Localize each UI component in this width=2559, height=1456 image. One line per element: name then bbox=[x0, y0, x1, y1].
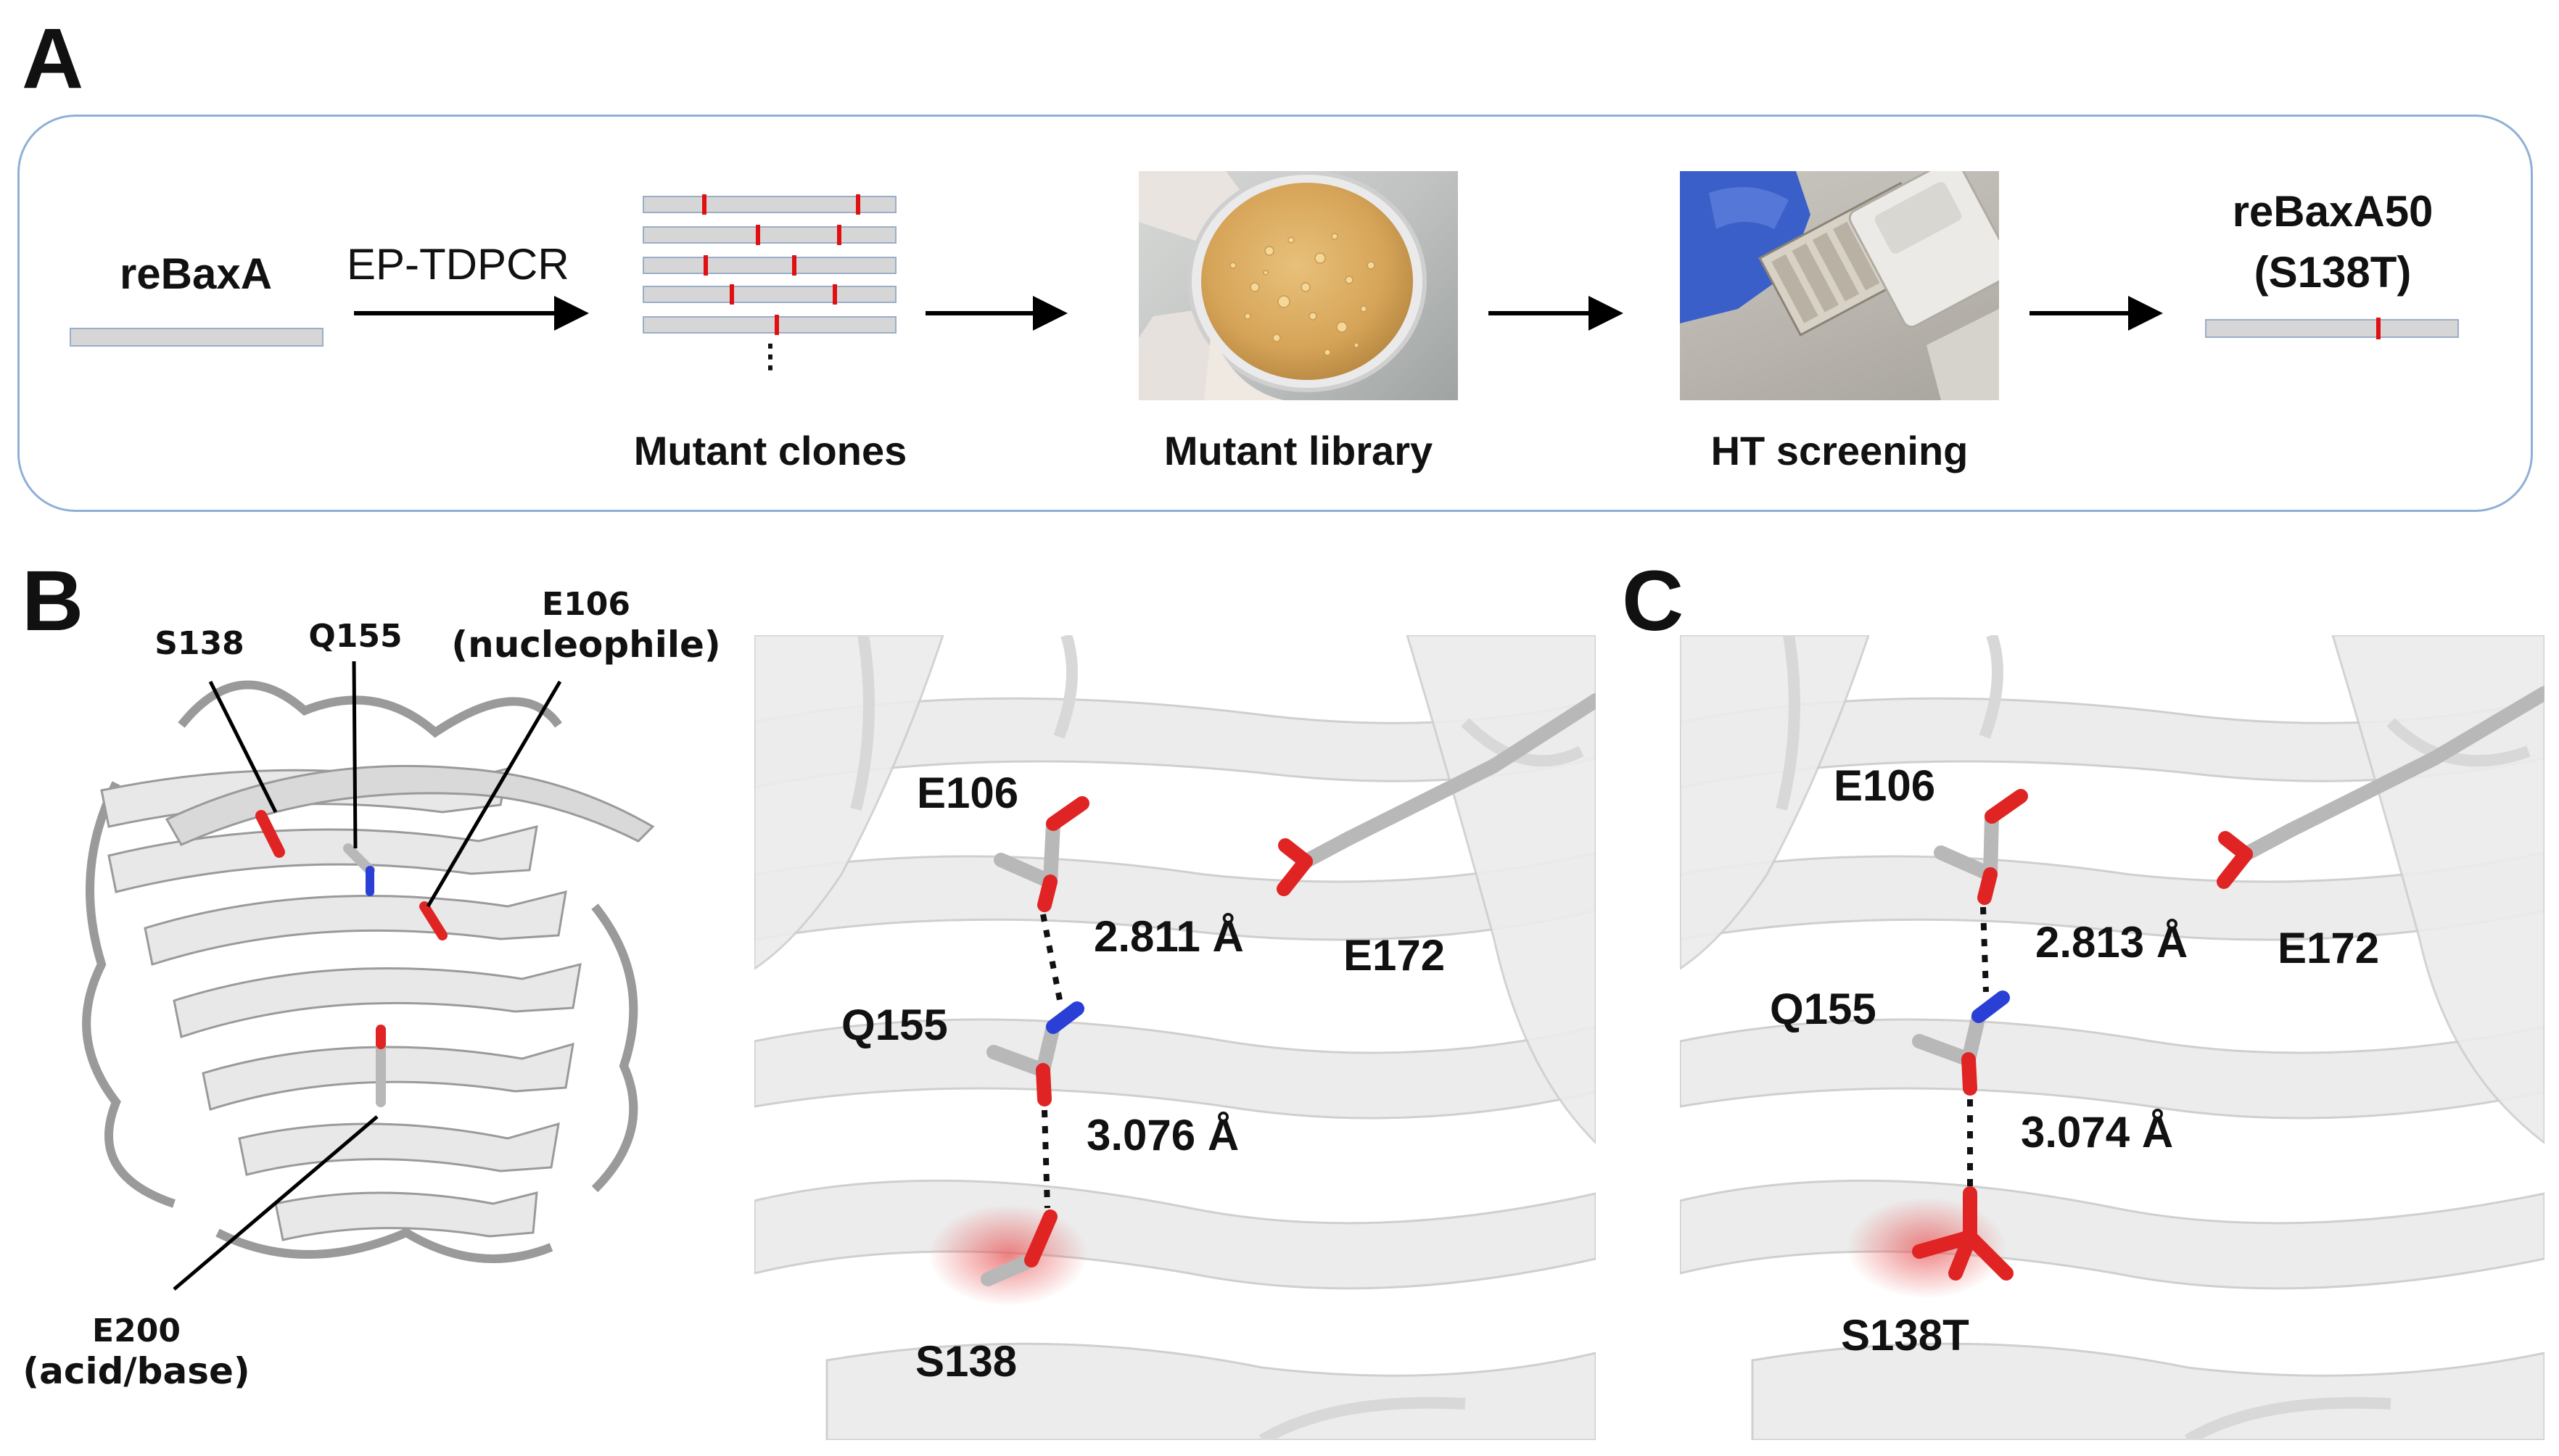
ht-screening-image bbox=[1680, 171, 1999, 400]
mutation-mark bbox=[833, 284, 837, 305]
mutant-clones-group bbox=[643, 194, 897, 339]
mutation-mark bbox=[792, 255, 796, 276]
mutation-mark bbox=[775, 315, 779, 335]
closeup-c-label-e172: E172 bbox=[2278, 924, 2380, 972]
mutant-library-label: Mutant library bbox=[1163, 428, 1433, 473]
closeup-c-distance-top: 2.813 Å bbox=[2035, 918, 2188, 967]
overview-label-e106-line1: E106 bbox=[542, 586, 630, 623]
closeup-b-label-s138: S138 bbox=[915, 1337, 1018, 1386]
mutation-mark bbox=[756, 225, 760, 245]
closeup-b-label-e172: E172 bbox=[1343, 931, 1446, 980]
overview-label-e200-line1: E200 bbox=[92, 1312, 181, 1349]
closeup-b-label-e106: E106 bbox=[917, 769, 1019, 817]
overview-label-e106-line2: (nucleophile) bbox=[451, 623, 721, 666]
overview-label-e200: E200 (acid/base) bbox=[22, 1312, 250, 1393]
mutation-mark bbox=[730, 284, 734, 305]
overview-label-e200-line2: (acid/base) bbox=[22, 1349, 250, 1392]
clones-ellipsis: ⋮ bbox=[754, 339, 786, 374]
result-gene-bar bbox=[2205, 319, 2459, 338]
overview-label-e106: E106 (nucleophile) bbox=[451, 586, 721, 666]
clone-bar bbox=[643, 316, 897, 334]
ht-screening-label: HT screening bbox=[1710, 428, 1969, 473]
closeup-c-view: E106 E172 Q155 S138T 2.813 Å 3.074 Å bbox=[1680, 635, 2544, 1440]
workflow-box bbox=[17, 115, 2533, 512]
clone-bar bbox=[643, 257, 897, 274]
result-mutation-mark bbox=[2376, 318, 2381, 339]
start-gene-bar bbox=[70, 328, 324, 347]
panel-letter-c: C bbox=[1622, 553, 1684, 649]
mutant-clones-label: Mutant clones bbox=[633, 428, 907, 473]
mutation-mark bbox=[702, 194, 706, 215]
clone-bar bbox=[643, 196, 897, 213]
closeup-b-distance-top: 2.811 Å bbox=[1094, 912, 1244, 961]
closeup-c-label-q155: Q155 bbox=[1770, 985, 1876, 1033]
start-gene-label: reBaxA bbox=[119, 249, 273, 298]
panel-letter-b: B bbox=[22, 553, 84, 649]
clone-bar bbox=[643, 286, 897, 303]
closeup-c-label-s138t: S138T bbox=[1841, 1311, 1969, 1360]
closeup-b-distance-bottom: 3.076 Å bbox=[1087, 1111, 1240, 1159]
closeup-b-view: E106 E172 Q155 S138 2.811 Å 3.076 Å bbox=[754, 635, 1596, 1440]
overview-label-q155: Q155 bbox=[308, 618, 403, 655]
closeup-b-label-q155: Q155 bbox=[841, 1001, 948, 1049]
mutation-mark bbox=[837, 225, 841, 245]
closeup-c-label-e106: E106 bbox=[1834, 761, 1936, 810]
petri-dish-image bbox=[1139, 171, 1458, 400]
clone-bar bbox=[643, 226, 897, 244]
mutation-mark bbox=[704, 255, 708, 276]
result-label-line1: reBaxA50 bbox=[2232, 187, 2434, 236]
method-label: EP-TDPCR bbox=[347, 240, 569, 289]
panel-letter-a: A bbox=[22, 11, 84, 107]
result-label-line2: (S138T) bbox=[2254, 248, 2412, 297]
overview-label-s138: S138 bbox=[154, 625, 244, 662]
closeup-c-distance-bottom: 3.074 Å bbox=[2021, 1108, 2174, 1157]
mutation-mark bbox=[856, 194, 860, 215]
